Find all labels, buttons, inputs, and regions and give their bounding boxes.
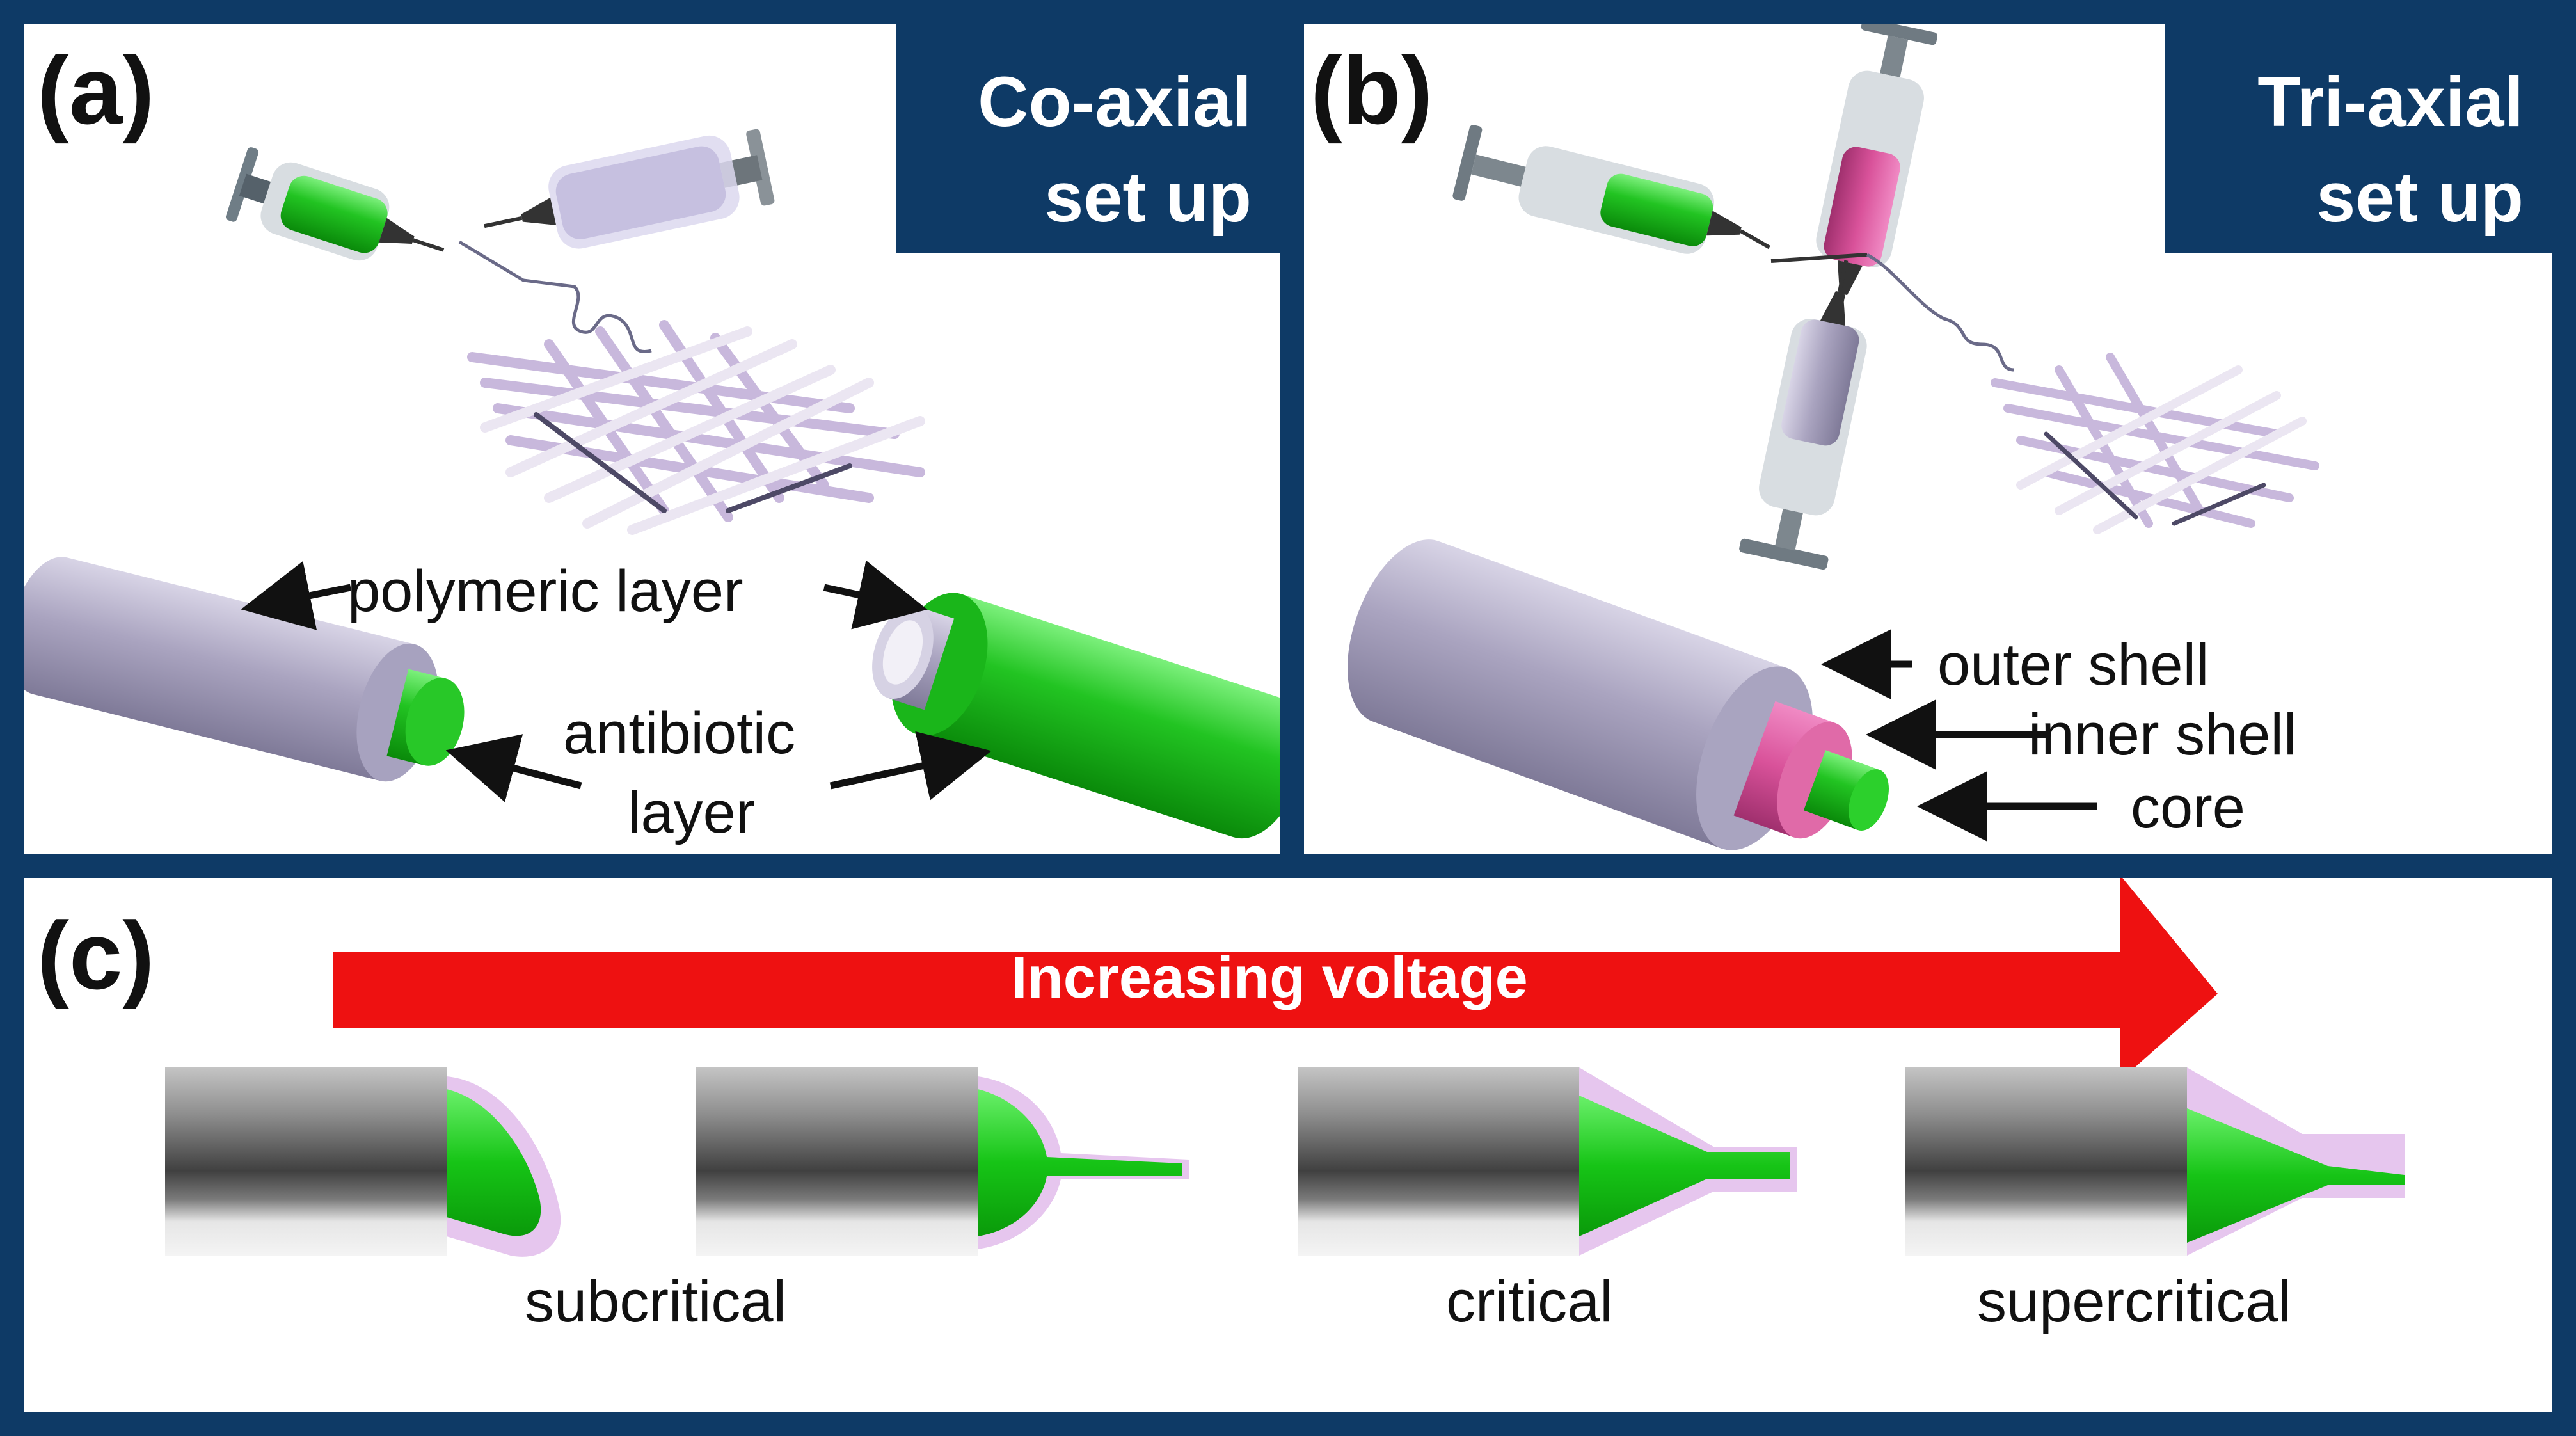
increasing-voltage-arrow xyxy=(333,878,2218,1080)
green-syringe xyxy=(225,147,445,261)
label-inner-shell: inner shell xyxy=(2028,702,2297,767)
panel-a-title-line1: Co-axial xyxy=(978,63,1252,141)
panel-a-title: Co-axial set up xyxy=(896,24,1280,253)
arrow-polymer-left xyxy=(241,561,352,630)
panel-a-title-line2: set up xyxy=(1044,157,1252,237)
label-supercritical: supercritical xyxy=(1977,1269,2291,1334)
panel-b-title-line1: Tri-axial xyxy=(2257,63,2524,141)
fiber-antibiotic-outside xyxy=(872,593,1280,839)
label-antibiotic: antibiotic xyxy=(563,701,796,766)
label-outer-shell: outer shell xyxy=(1937,632,2209,698)
panel-c: (c) xyxy=(24,878,2552,1412)
nozzle-supercritical xyxy=(1905,1067,2405,1256)
panel-b-title-line2: set up xyxy=(2316,157,2524,237)
junction-needle xyxy=(1770,253,1868,263)
arrow-polymer-right xyxy=(823,560,928,630)
lavender-syringe xyxy=(484,129,775,249)
arrow-antibiotic-right xyxy=(829,731,992,801)
fiber-mat xyxy=(467,320,925,535)
lavender-syringe-b xyxy=(1739,260,1867,570)
label-critical: critical xyxy=(1446,1269,1613,1334)
panel-b-letter: (b) xyxy=(1310,36,1433,144)
panel-c-letter: (c) xyxy=(37,902,155,1009)
panel-a-graphics xyxy=(24,129,1280,839)
nozzle-critical xyxy=(1298,1067,1797,1256)
pink-syringe xyxy=(1816,24,1938,320)
nozzle-subcritical-2 xyxy=(696,1067,1189,1256)
green-syringe-b xyxy=(1452,125,1770,254)
panel-b-title: Tri-axial set up xyxy=(2165,24,2552,253)
label-subcritical: subcritical xyxy=(525,1269,787,1334)
label-layer: layer xyxy=(628,780,756,845)
panel-b-graphics xyxy=(1348,24,2319,850)
jet-b xyxy=(1866,253,2015,372)
increasing-voltage-label: Increasing voltage xyxy=(1011,945,1528,1010)
panel-c-graphics xyxy=(165,878,2405,1257)
label-core: core xyxy=(2131,775,2245,840)
fiber-polymer-outside xyxy=(24,557,465,782)
arrow-antibiotic-left xyxy=(445,734,582,802)
panel-a-letter: (a) xyxy=(37,36,155,144)
label-polymeric-layer: polymeric layer xyxy=(347,559,743,624)
panel-a: (a) Co-axial set up xyxy=(24,24,1280,854)
nozzle-subcritical-1 xyxy=(165,1067,561,1257)
jet xyxy=(458,240,652,353)
panel-b: (b) Tri-axial set up xyxy=(1304,24,2552,854)
fiber-mat-b xyxy=(1991,353,2319,534)
triaxial-fiber xyxy=(1348,539,1889,850)
